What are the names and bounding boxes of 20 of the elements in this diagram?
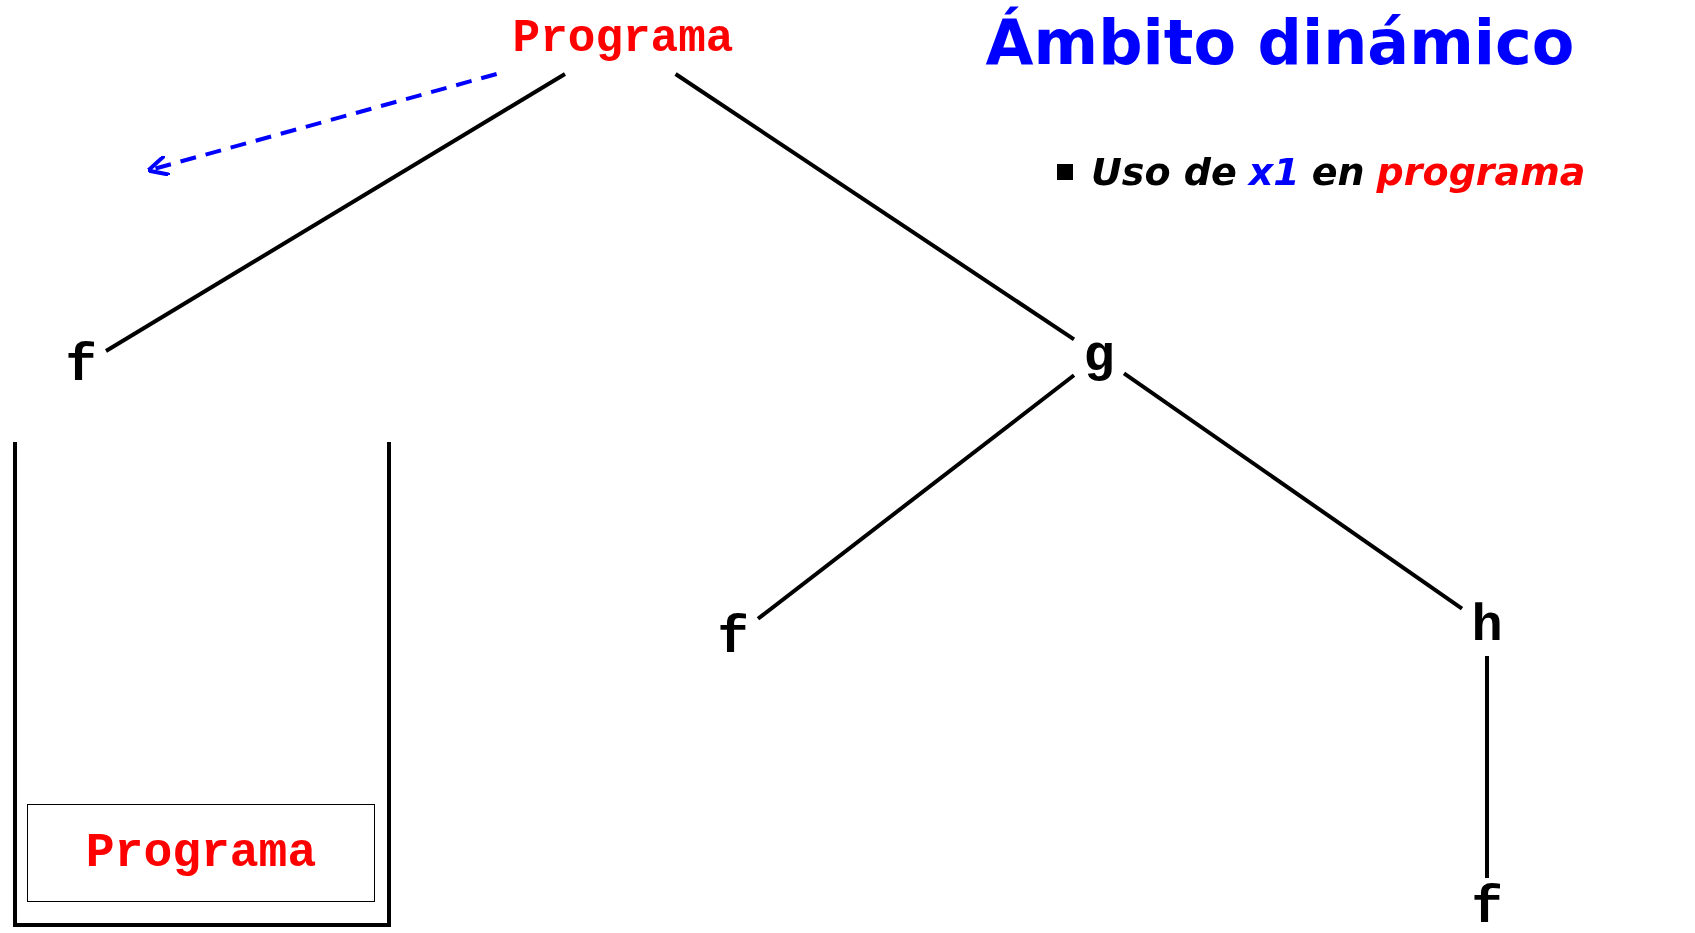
- stack-container: [13, 442, 391, 927]
- bullet-text: x1: [1248, 150, 1300, 194]
- title: Ámbito dinámico: [984, 6, 1576, 79]
- node-label: f: [1471, 878, 1503, 933]
- node-label: f: [65, 336, 97, 396]
- node-label: Programa: [512, 13, 734, 65]
- arrow: [146, 72, 498, 177]
- bullet-text: Uso de: [1091, 150, 1237, 194]
- node-label: f: [717, 608, 749, 668]
- node-label: h: [1471, 596, 1503, 656]
- node-label: Programa: [85, 826, 317, 880]
- tree-line: [674, 72, 1076, 341]
- tree-line: [104, 72, 567, 353]
- bullet-text: programa: [1376, 150, 1586, 194]
- bullet-text: en: [1311, 150, 1365, 194]
- tree-line: [1122, 371, 1464, 611]
- tree-line: [1485, 656, 1489, 878]
- node-label: g: [1083, 326, 1115, 386]
- stack-frame: [27, 804, 375, 902]
- tree-line: [756, 373, 1076, 621]
